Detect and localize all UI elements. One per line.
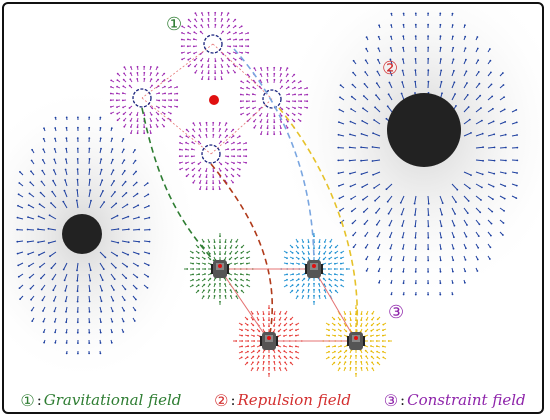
path-green	[141, 107, 220, 267]
legend-gravitational-label: Gravitational field	[43, 391, 182, 409]
legend-repulsion: ② : Repulsion field	[214, 390, 351, 410]
obstacle-left	[62, 214, 102, 254]
robot-blue	[305, 260, 323, 278]
target-point-left	[132, 88, 152, 108]
robot-red	[260, 332, 278, 350]
obstacle-right	[387, 93, 461, 167]
robot-green	[211, 260, 229, 278]
marker-repulsion: ②	[382, 58, 398, 79]
formation-center-dot	[209, 95, 219, 105]
legend-repulsion-marker: ②	[214, 390, 229, 410]
path-blue	[233, 48, 315, 267]
target-formation-links	[141, 43, 273, 155]
field-diagram: ① ② ③	[4, 4, 542, 384]
legend-constraint-marker: ③	[383, 390, 399, 410]
legend-gravitational-marker: ①	[20, 390, 35, 410]
path-yellow	[278, 107, 359, 340]
robot-formation-links	[219, 268, 357, 342]
planned-paths	[141, 48, 359, 340]
marker-constraint: ③	[388, 302, 404, 323]
legend-constraint-label: Constraint field	[407, 391, 526, 409]
target-point-top	[203, 34, 223, 54]
robot-constraint-fields	[184, 233, 392, 377]
target-points	[132, 34, 282, 164]
left-obstacle-halo	[4, 84, 202, 384]
figure-frame: ① ② ③ ① : Gravitational field ② : Repuls…	[2, 2, 544, 414]
legend-constraint: ③ : Constraint field	[383, 390, 526, 410]
path-red	[210, 163, 274, 340]
marker-gravitational: ①	[166, 14, 182, 35]
legend-gravitational: ① : Gravitational field	[20, 390, 182, 410]
legend-repulsion-label: Repulsion field	[237, 391, 351, 409]
target-point-right	[262, 89, 282, 109]
repulsion-fields	[16, 12, 519, 355]
target-point-bottom	[201, 144, 221, 164]
robot-yellow	[347, 332, 365, 350]
robots	[211, 260, 365, 350]
legend: ① : Gravitational field ② : Repulsion fi…	[4, 388, 542, 412]
